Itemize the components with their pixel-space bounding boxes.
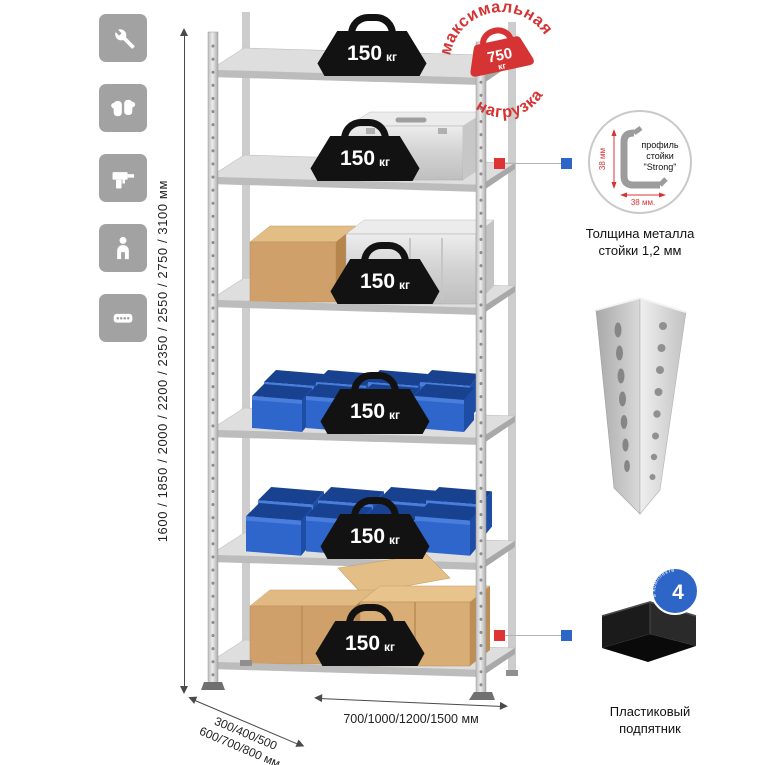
profile-detail-circle: 38 мм 38 мм. профиль стойки "Strong" xyxy=(588,110,692,214)
height-dimension-label: 1600 / 1850 / 2000 / 2200 / 2350 / 2550 … xyxy=(154,179,170,543)
profile-section-drawing: 38 мм 38 мм. профиль стойки "Strong" xyxy=(598,125,679,207)
svg-text:стойки: стойки xyxy=(646,151,674,161)
leader-red-marker xyxy=(494,630,505,641)
shelf-load-value: 150 xyxy=(349,399,386,423)
feature-tile-profile xyxy=(99,294,147,342)
post-slots xyxy=(614,322,630,472)
leader-blue-marker xyxy=(561,158,572,169)
shelf-load-unit: кг xyxy=(389,408,401,422)
profile-label: профиль стойки "Strong" xyxy=(641,140,679,172)
foot-caption: Пластиковый подпятник xyxy=(580,704,720,738)
post-profile-icon xyxy=(113,313,133,323)
rack-front-post xyxy=(207,31,219,685)
shelf-load-unit: кг xyxy=(384,640,396,654)
weight-handle-icon xyxy=(348,14,396,43)
wrench-icon xyxy=(115,29,135,49)
leader-red-marker xyxy=(494,158,505,169)
height-dimension-line xyxy=(180,28,189,694)
leader-blue-marker xyxy=(561,630,572,641)
profile-caption-line2: стойки 1,2 мм xyxy=(598,242,682,258)
svg-text:профиль: профиль xyxy=(641,140,679,150)
svg-text:"Strong": "Strong" xyxy=(644,162,677,172)
weight-handle-icon xyxy=(351,372,399,401)
shelf-load-unit: кг xyxy=(399,278,411,292)
weight-handle-icon xyxy=(351,497,399,526)
post-holes xyxy=(649,322,667,480)
profile-caption: Толщина металла стойки 1,2 мм xyxy=(570,226,710,260)
max-load-stamp: максимальная нагрузка 750 кг xyxy=(428,0,558,128)
shelf-load-unit: кг xyxy=(389,533,401,547)
stamp-weight-icon: 750 кг xyxy=(470,27,534,77)
shelf-load-value: 150 xyxy=(359,269,396,293)
profile-leader xyxy=(494,158,572,169)
gloves-icon xyxy=(111,99,136,117)
weight-handle-icon xyxy=(341,119,389,148)
kit-count-value: 4 xyxy=(672,581,684,604)
shelf-load-value: 150 xyxy=(349,524,386,548)
shelf-load-value: 150 xyxy=(339,146,376,170)
depth-dimension-label: 300/400/500 600/700/800 мм xyxy=(197,713,283,765)
shelf-load-unit: кг xyxy=(379,155,391,169)
feature-tile-drill xyxy=(99,154,147,202)
angle-post-image xyxy=(595,296,687,515)
profile-angle-shape xyxy=(620,129,660,189)
person-icon xyxy=(117,236,129,260)
feature-tile-person xyxy=(99,224,147,272)
weight-handle-icon xyxy=(346,604,394,633)
foot-caption-line1: Пластиковый xyxy=(609,704,691,719)
foot-leader xyxy=(494,630,572,641)
rack-foot-plate xyxy=(506,670,518,676)
stamp-load-value: 750 xyxy=(486,45,514,67)
leader-line xyxy=(505,163,561,164)
svg-text:38 мм.: 38 мм. xyxy=(631,198,655,207)
feature-tile-tools xyxy=(99,14,147,62)
rack-foot-plate xyxy=(201,682,225,690)
rack-foot-plate xyxy=(469,692,495,700)
foot-caption-line2: подпятник xyxy=(619,720,681,736)
svg-text:38 мм: 38 мм xyxy=(598,148,607,170)
profile-dim-horizontal: 38 мм. xyxy=(620,192,666,207)
stamp-load-unit: кг xyxy=(497,60,507,71)
shelf-load-value: 150 xyxy=(344,631,381,655)
feature-tile-gloves xyxy=(99,84,147,132)
weight-handle-icon xyxy=(361,242,409,271)
kit-count-badge: 4 в комплекте xyxy=(651,567,699,615)
leader-line xyxy=(505,635,561,636)
stamp-arc-bottom-text: нагрузка xyxy=(470,83,550,128)
svg-text:нагрузка: нагрузка xyxy=(470,83,550,128)
rack-back-post xyxy=(242,12,250,664)
width-dimension-label: 700/1000/1200/1500 мм xyxy=(343,712,479,726)
rack-foot-plate xyxy=(240,660,252,666)
shelf-load-value: 150 xyxy=(346,41,383,65)
rack-front-post xyxy=(475,41,487,695)
profile-caption-line1: Толщина металла xyxy=(585,226,695,241)
shelf-load-unit: кг xyxy=(386,50,398,64)
drill-icon xyxy=(112,172,135,189)
rack-back-post xyxy=(508,22,516,674)
profile-dim-vertical: 38 мм xyxy=(598,129,617,189)
